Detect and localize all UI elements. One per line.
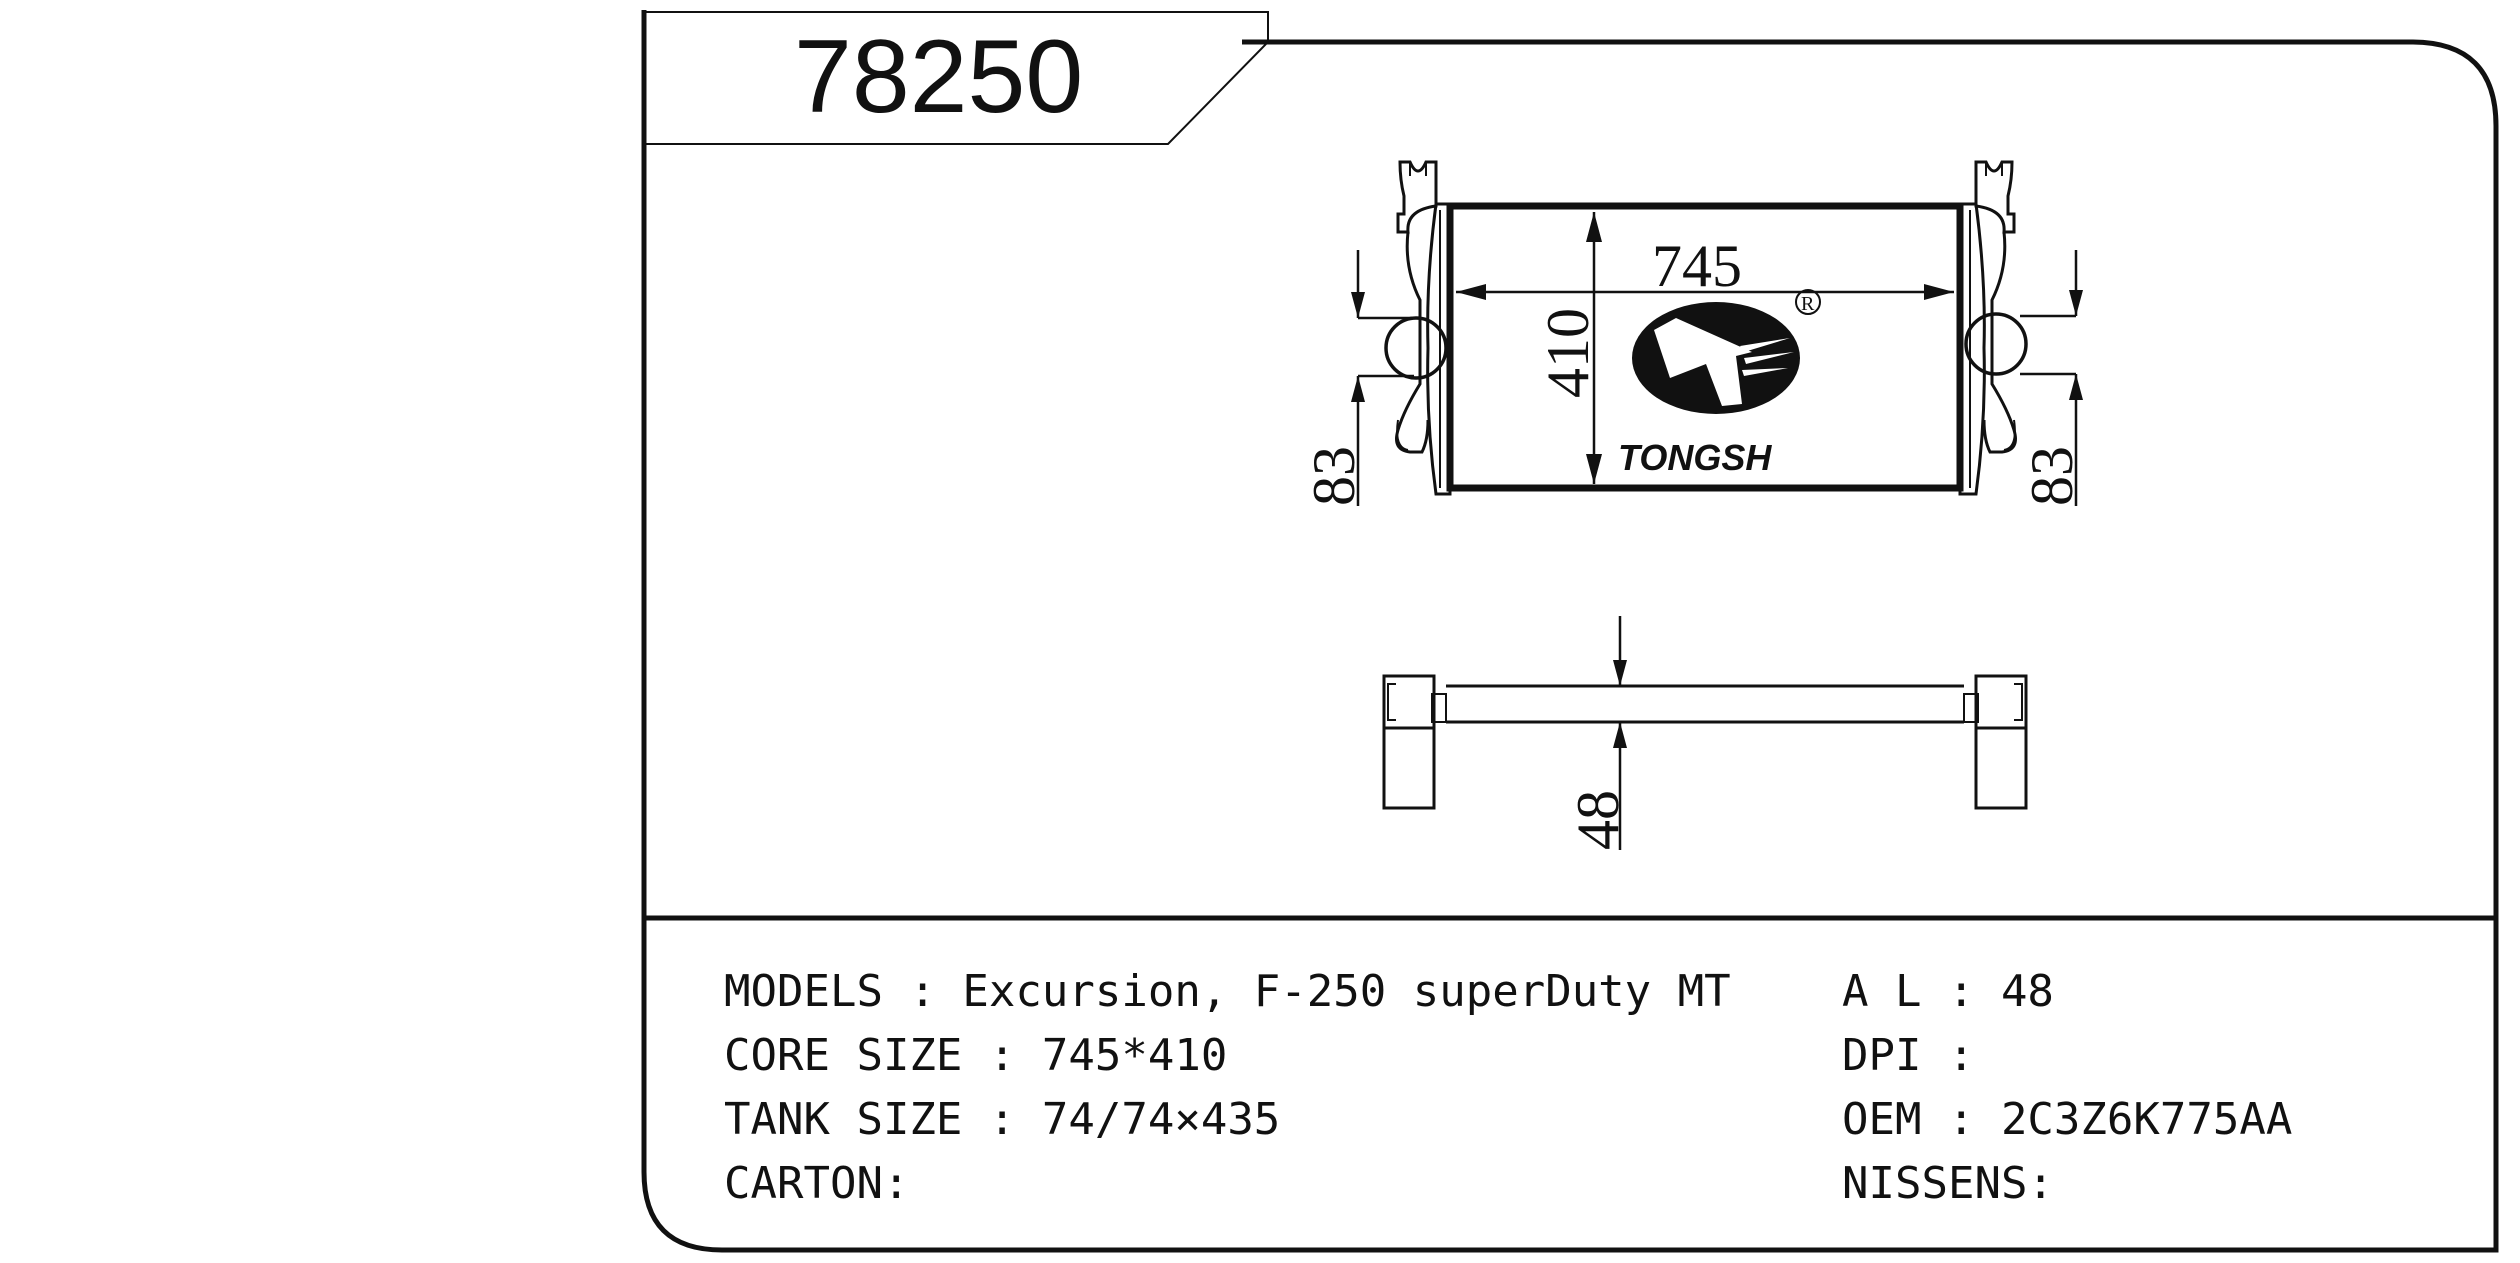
left-tank	[1426, 202, 1452, 496]
dim-width	[1456, 284, 1954, 300]
registered-mark: R	[1801, 293, 1815, 315]
sheet-border	[641, 10, 2499, 1253]
dim-mount-left	[1351, 250, 1414, 506]
spec-oem: OEM : 2C3Z6K775AA	[1842, 1094, 2292, 1145]
dim-mount-left-label: 83	[1301, 446, 1367, 506]
dim-thickness-label: 48	[1565, 790, 1631, 850]
title-tab	[644, 11, 1269, 145]
part-number: 78250	[794, 19, 1083, 135]
brand-logo: R TONGSH	[1618, 289, 1821, 478]
spec-models: MODELS : Excursion, F-250 superDuty MT	[724, 966, 1731, 1017]
registered-mark-circle	[1795, 289, 1821, 315]
right-outlet	[1964, 312, 2028, 376]
dim-width-label: 745	[1652, 233, 1742, 299]
dim-height	[1586, 212, 1602, 484]
left-inlet	[1384, 316, 1448, 380]
logo-mark	[1654, 318, 1752, 406]
spec-al: A L : 48	[1842, 966, 2054, 1017]
brand-name: TONGSH	[1618, 437, 1772, 478]
left-side-contour	[1395, 231, 1430, 454]
left-end-pipe	[1382, 726, 1436, 810]
spec-nissens: NISSENS:	[1842, 1158, 2054, 1209]
dim-mount-right	[2020, 250, 2083, 506]
spec-table: MODELS : Excursion, F-250 superDuty MT C…	[724, 966, 2292, 1209]
dim-mount-right-label: 83	[2019, 446, 2085, 506]
dim-height-label: 410	[1535, 308, 1601, 398]
dim-thickness	[1613, 616, 1627, 850]
spec-dpi: DPI :	[1842, 1030, 1974, 1081]
spec-carton: CARTON:	[724, 1158, 909, 1209]
left-bracket	[1396, 160, 1438, 234]
spec-core-size: CORE SIZE : 745*410	[724, 1030, 1227, 1081]
right-tank	[1958, 202, 1986, 496]
spec-tank-size: TANK SIZE : 74/74×435	[724, 1094, 1280, 1145]
right-side-contour	[1982, 231, 2017, 454]
right-end-pipe	[1974, 726, 2028, 810]
top-view	[1382, 674, 2028, 810]
front-view	[1384, 160, 2028, 496]
right-bracket	[1974, 160, 2016, 234]
